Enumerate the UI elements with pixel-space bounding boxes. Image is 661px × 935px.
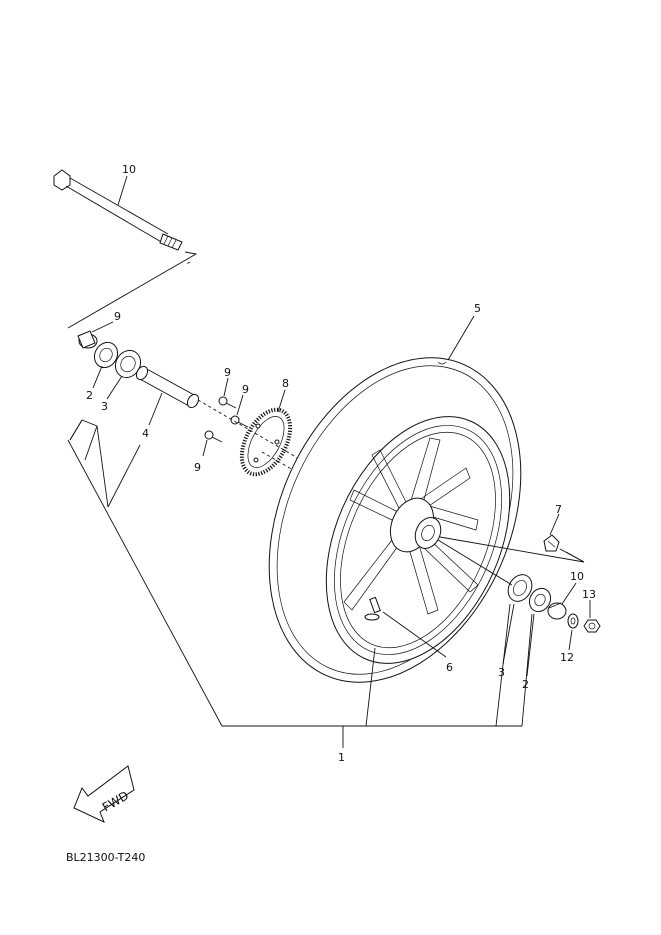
- callout-10-left: 9: [114, 310, 121, 323]
- callout-6: 6: [446, 661, 453, 674]
- washer-part-12: [567, 613, 579, 629]
- bearing-part-3-right: [507, 574, 533, 602]
- bolt-part-9-top: [218, 396, 237, 409]
- callout-1: 1: [338, 751, 345, 764]
- callout-11: 10: [122, 163, 136, 176]
- callout-2-left: 2: [86, 389, 93, 402]
- valve-part-6: [364, 596, 381, 621]
- oil-seal-part-2-left: [93, 341, 119, 369]
- bolt-part-9-mid: [230, 415, 249, 428]
- bolt-part-9-low: [204, 430, 223, 443]
- axle-projection-line: [67, 251, 198, 329]
- callout-labels: 10 9 2 3 4 9 9 9 8 5 7 10 13 12 6 3 2 1: [86, 163, 596, 764]
- collar-part-10-right: [547, 602, 567, 620]
- leader-lines: [67, 175, 591, 748]
- nut-part-13: [583, 619, 601, 633]
- diagram-code: BL21300-T240: [66, 851, 146, 864]
- sensor-rotor-part-8: [239, 407, 293, 477]
- fwd-direction-arrow: FWD: [73, 765, 135, 823]
- callout-9-low: 9: [194, 461, 201, 474]
- collar-part-10-left: [77, 330, 98, 349]
- callout-3-right: 3: [498, 666, 505, 679]
- callout-8: 8: [282, 377, 289, 390]
- callout-5: 5: [474, 302, 481, 315]
- spacer-part-4: [135, 365, 200, 409]
- sensor-part-7: [543, 534, 560, 552]
- callout-4: 4: [142, 427, 149, 440]
- callout-7: 7: [555, 503, 562, 516]
- oil-seal-part-2-right: [528, 587, 552, 613]
- bearing-part-3-left: [114, 349, 142, 379]
- callout-10-right: 10: [570, 570, 584, 583]
- callout-3-left: 3: [101, 400, 108, 413]
- callout-9-top: 9: [224, 366, 231, 379]
- callout-12: 12: [560, 651, 574, 664]
- callout-13: 13: [582, 588, 596, 601]
- callout-2-right: 2: [522, 678, 529, 691]
- axle-part-11: [53, 169, 183, 251]
- callout-9-mid: 9: [242, 383, 249, 396]
